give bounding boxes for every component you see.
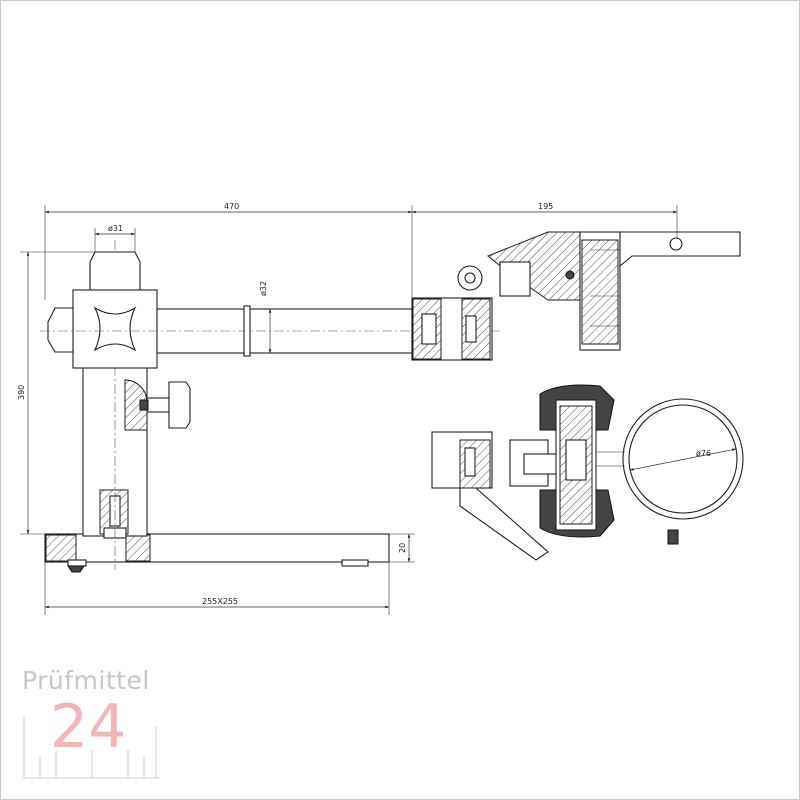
logo-word: Prüfmittel <box>22 666 150 695</box>
dim-ring-diameter: ø76 <box>696 449 711 458</box>
top-view-knobs <box>539 384 615 538</box>
dim-column-diameter: ø31 <box>108 224 123 233</box>
dim-390: 390 <box>17 385 26 400</box>
brand-logo: Prüfmittel 24 <box>22 666 172 786</box>
dim-195: 195 <box>538 202 553 211</box>
horizontal-arm <box>40 305 500 357</box>
arm-head-joint <box>411 297 493 361</box>
magnifier-ring <box>596 398 744 545</box>
swivel-head <box>457 231 621 351</box>
logo-number: 24 <box>50 692 127 762</box>
ruler-icon <box>22 716 160 779</box>
dimension-lines <box>20 205 678 615</box>
base-plate <box>44 533 390 573</box>
dim-20: 20 <box>398 543 407 553</box>
clamp-knob <box>139 381 191 429</box>
dimension-labels: 470 195 ø31 ø32 390 20 255X255 ø76 <box>17 202 711 606</box>
top-view-arm-clamp <box>431 431 559 561</box>
dim-470: 470 <box>224 202 239 211</box>
dim-base-size: 255X255 <box>202 597 238 606</box>
mounting-bracket <box>619 231 741 268</box>
dim-arm-diameter: ø32 <box>259 281 268 296</box>
cross-clamp <box>47 289 158 369</box>
column-top <box>89 251 141 291</box>
column <box>82 240 148 570</box>
